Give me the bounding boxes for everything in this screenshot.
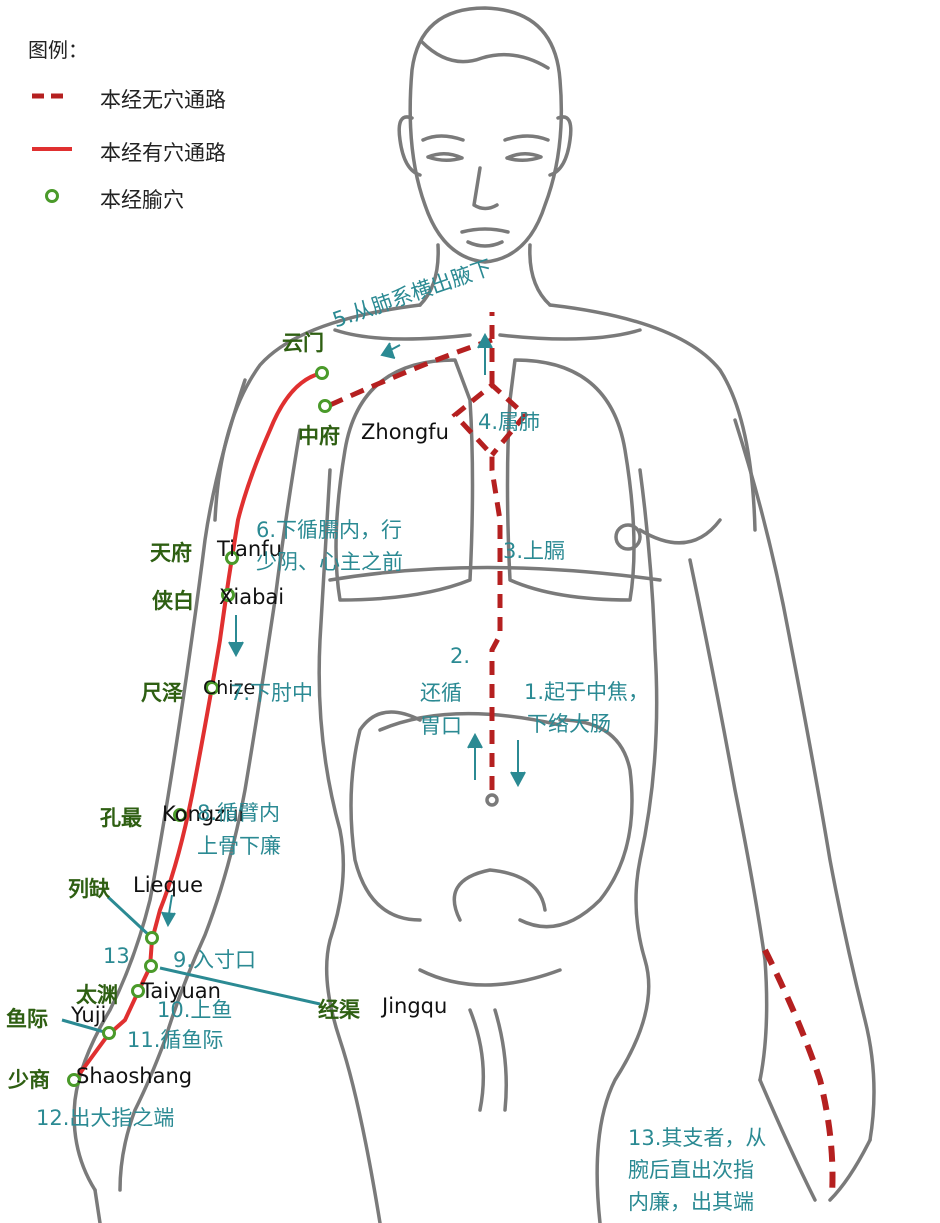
legend-label-solid: 本经有穴通路: [100, 141, 226, 165]
acupoint-yuji-marker: [102, 1026, 116, 1040]
acupoint-kongzui-en: Kongzui: [162, 802, 245, 826]
dashed-path-internal: [328, 312, 529, 790]
step-8-line1: 8.循臂内: [197, 801, 281, 825]
step-6-line2: 少阴、心主之前: [256, 550, 403, 574]
acupoint-yunmen-marker: [315, 366, 329, 380]
legend-label-dashed: 本经无穴通路: [100, 88, 226, 112]
acupoint-jingqu-marker: [144, 959, 158, 973]
acupoint-lieque-en: Lieque: [133, 873, 204, 897]
step-4: 4.属肺: [478, 410, 541, 434]
legend-title: 图例：: [28, 38, 88, 62]
acupoint-zhongfu-marker: [318, 399, 332, 413]
acupoint-yuji-cn: 鱼际: [6, 1007, 48, 1031]
acupoint-zhongfu-cn: 中府: [298, 424, 340, 448]
legend-label-point: 本经腧穴: [100, 188, 184, 212]
step-3: 3.上膈: [503, 539, 566, 563]
step-2-line2: 还循: [420, 681, 462, 705]
acupoint-xiabai-en: Xiabai: [219, 585, 285, 609]
acupoint-kongzui-cn: 孔最: [100, 806, 142, 830]
acupoint-yuji-en: Yuji: [71, 1003, 107, 1027]
direction-arrows: [161, 332, 526, 928]
acupoint-chize-en: Chize: [203, 677, 256, 699]
step-1-line2: 下络大肠: [527, 712, 611, 736]
acupoint-xiabai-cn: 侠白: [152, 589, 194, 613]
acupoint-tianfu-en: Tianfu: [217, 537, 282, 561]
step-8-line2: 上骨下廉: [197, 834, 281, 858]
acupoint-tianfu-cn: 天府: [150, 541, 192, 565]
step-2-number: 2.: [450, 644, 471, 668]
acupoint-markers: [67, 366, 332, 1087]
meridian-paths: [73, 312, 836, 1196]
acupoint-yunmen-cn: 云门: [282, 331, 324, 355]
acupoint-taiyuan-marker: [131, 984, 145, 998]
acupoint-jingqu-cn: 经渠: [318, 998, 360, 1022]
acupoint-lieque-cn: 列缺: [68, 877, 110, 901]
legend-point-swatch: [45, 189, 59, 203]
step-13-line2: 腕后直出次指: [628, 1158, 754, 1182]
body-outline: [72, 6, 876, 1223]
acupoint-shaoshang-marker: [67, 1073, 81, 1087]
acupoint-tianfu-marker: [225, 551, 239, 565]
acupoint-kongzui-marker: [173, 808, 187, 822]
step-9: 9.入寸口: [173, 948, 257, 972]
acupoint-taiyuan-cn: 太渊: [76, 983, 118, 1007]
solid-path-arm: [73, 371, 323, 1082]
step-11: 11.循鱼际: [127, 1028, 224, 1052]
acupoint-chize-marker: [205, 681, 219, 695]
acupoint-jingqu-en: Jingqu: [382, 994, 448, 1018]
acupoint-shaoshang-cn: 少商: [8, 1068, 50, 1092]
step-2-line3: 胃口: [420, 714, 462, 738]
step-12: 12.出大指之端: [36, 1106, 175, 1130]
step-10: 10.上鱼: [157, 998, 233, 1022]
acupoint-taiyuan-en: Taiyuan: [141, 979, 221, 1003]
step-7: 7.下肘中: [230, 681, 314, 705]
acupoint-zhongfu-en: Zhongfu: [361, 420, 449, 444]
pointer-lines: [61, 895, 321, 1035]
acupoint-shaoshang-en: Shaoshang: [76, 1064, 193, 1088]
dashed-path-branch: [762, 948, 836, 1196]
step-13-line3: 内廉，出其端: [628, 1190, 754, 1214]
step-6-line1: 6.下循臑内，行: [256, 518, 403, 542]
step-13-line1: 13.其支者，从: [628, 1126, 767, 1150]
acupoint-lieque-marker: [145, 931, 159, 945]
step-13-number: 13: [103, 944, 130, 968]
acupoint-xiabai-marker: [221, 588, 235, 602]
acupoint-chize-cn: 尺泽: [141, 681, 183, 705]
legend-symbols: [32, 93, 72, 203]
step-1-line1: 1.起于中焦，: [524, 680, 650, 704]
